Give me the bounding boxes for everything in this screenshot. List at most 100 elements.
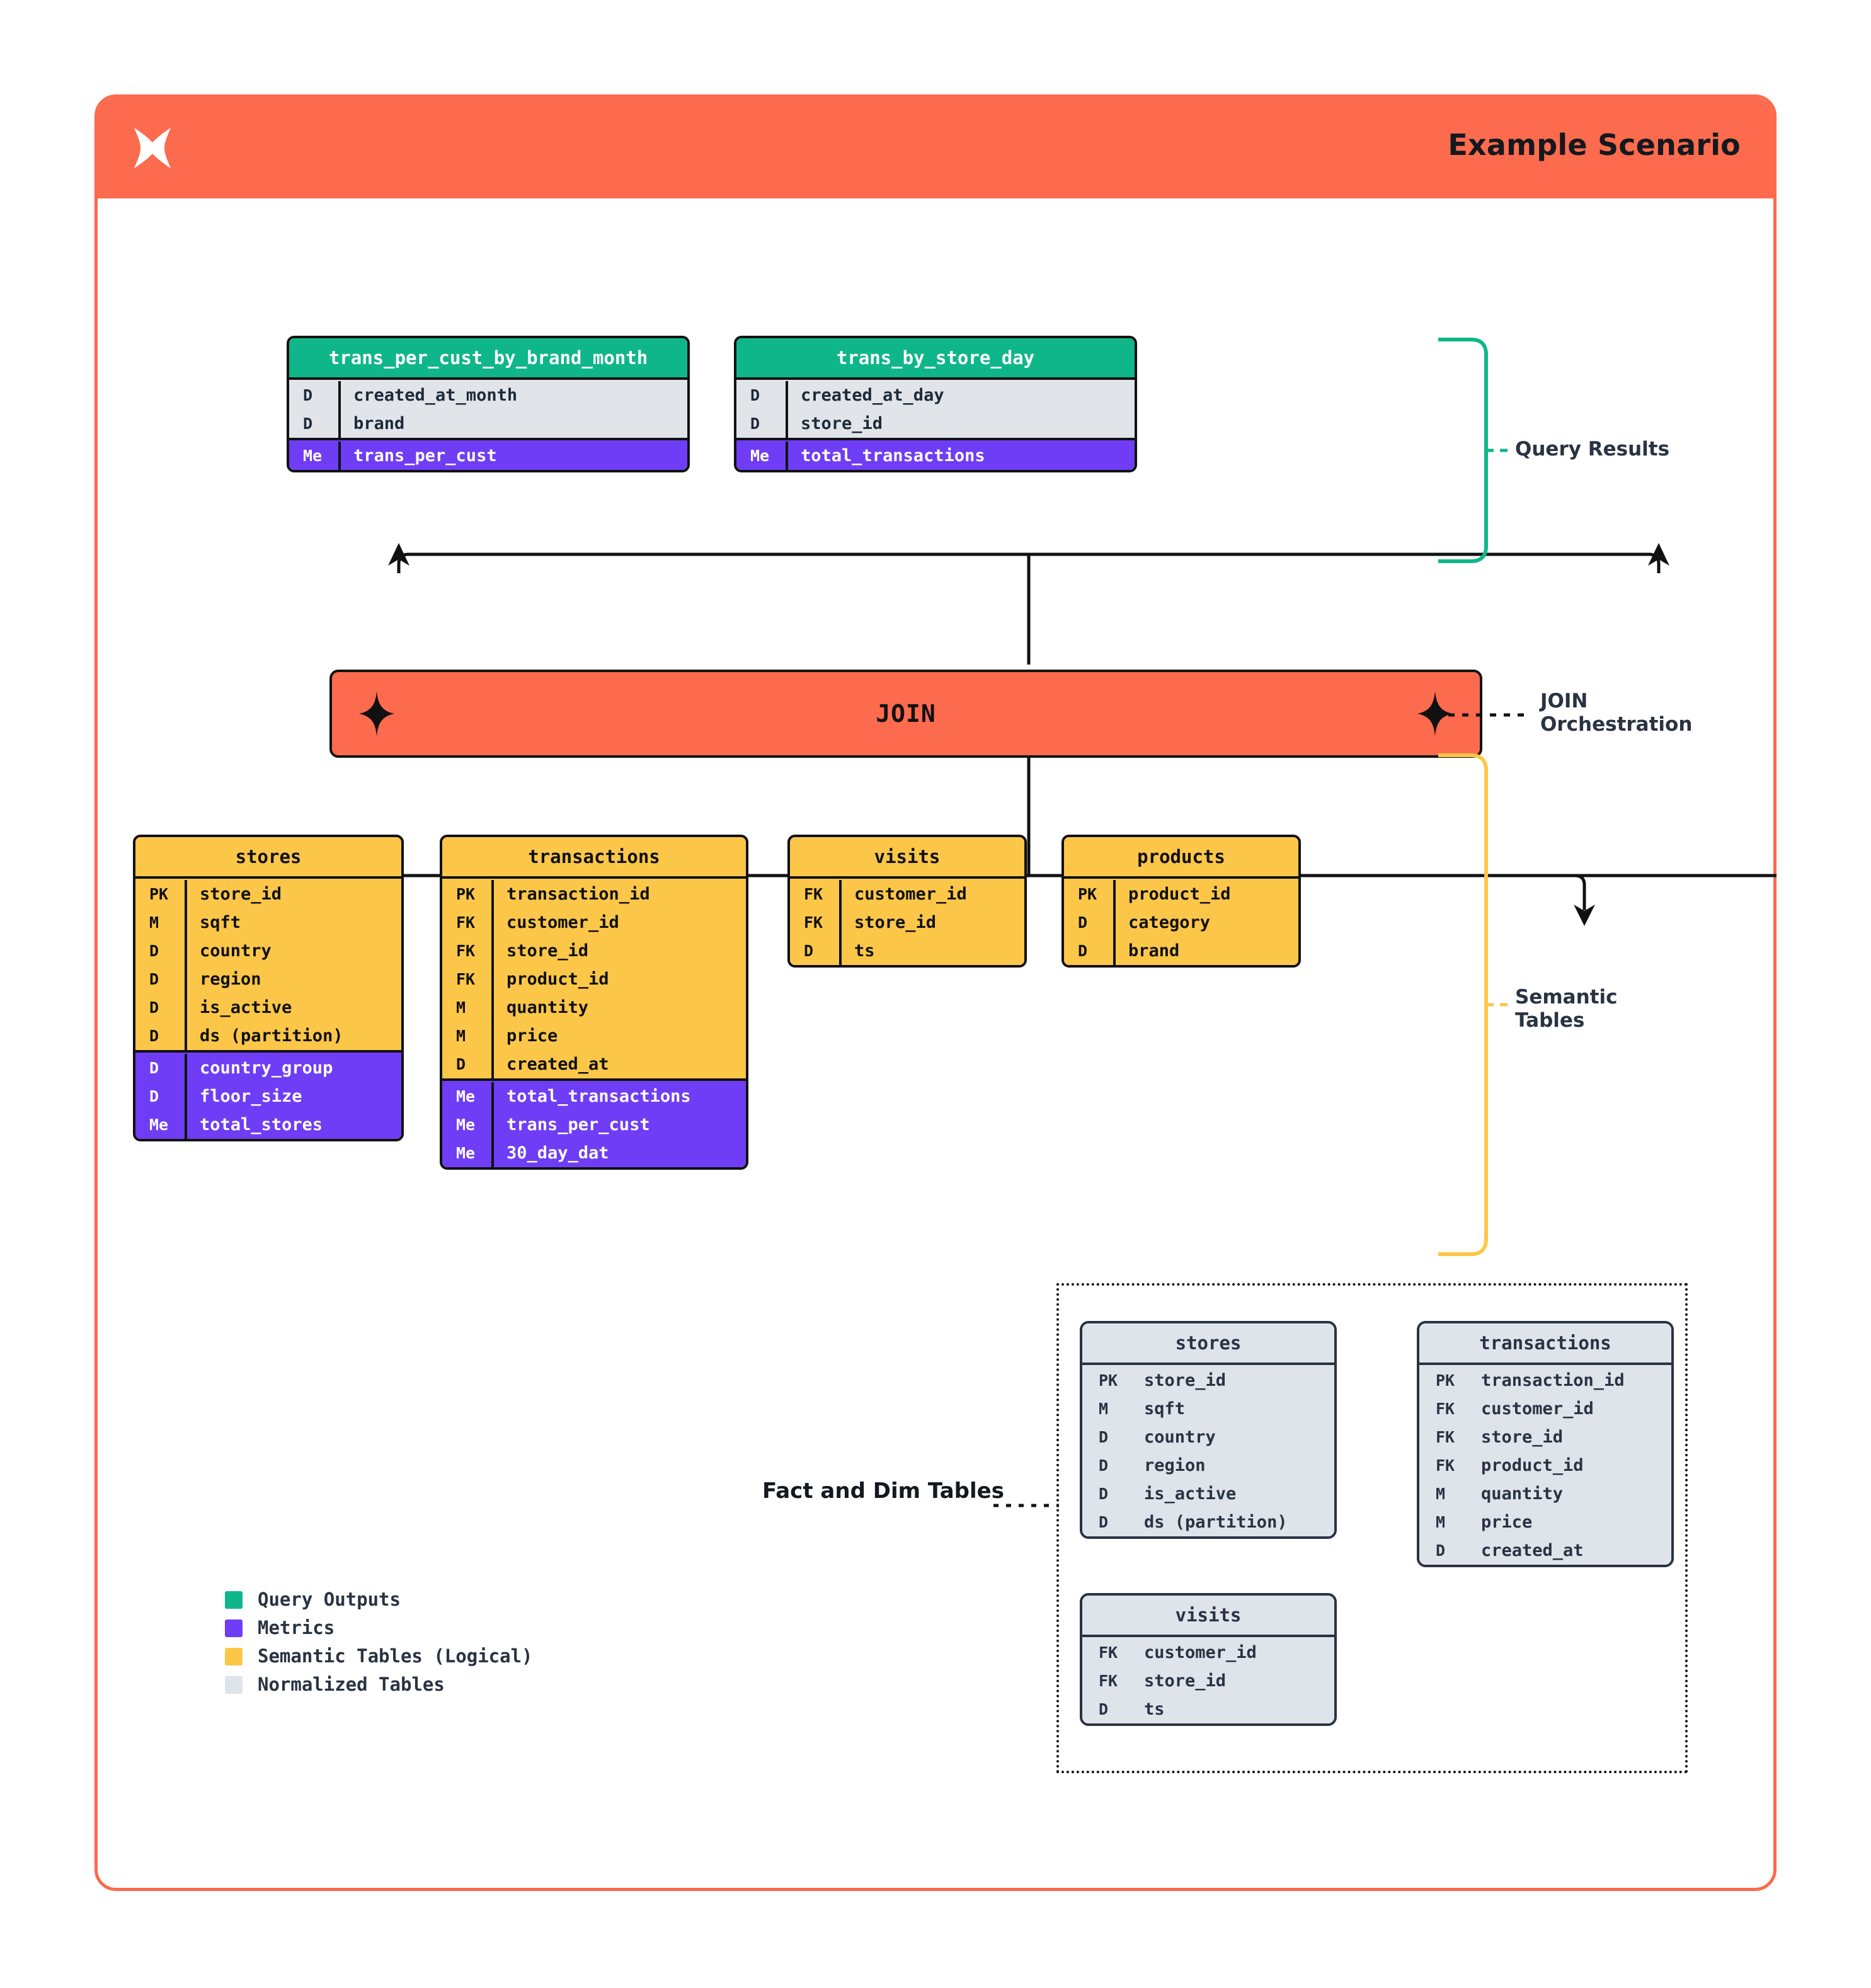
row-field: region: [1144, 1456, 1206, 1475]
query-result-table-0[interactable]: trans_per_cust_by_brand_month D created_…: [287, 336, 690, 472]
table-name: transactions: [1419, 1323, 1671, 1362]
row-key: D: [149, 1059, 159, 1077]
row-field: created_at_month: [338, 381, 687, 409]
row-key: FK: [456, 970, 476, 988]
row-field: store_id: [1144, 1371, 1227, 1390]
row-key: Me: [456, 1116, 476, 1134]
table-name: products: [1064, 837, 1298, 876]
row-key: D: [303, 414, 313, 433]
row-field: ds (partition): [185, 1022, 401, 1050]
row-key: D: [1099, 1513, 1109, 1531]
legend-item: Query Outputs: [225, 1591, 533, 1609]
row-field: is_active: [1144, 1484, 1237, 1504]
row-key: FK: [1099, 1643, 1118, 1662]
row-field: customer_id: [1481, 1399, 1594, 1419]
row-key: D: [1078, 942, 1088, 960]
dimension-section: D created_at_month D brand: [289, 377, 687, 438]
row-field: customer_id: [491, 908, 746, 937]
row-field: total_stores: [185, 1111, 401, 1139]
butterfly-x-logo-icon: [134, 128, 171, 168]
row-key: FK: [456, 942, 476, 960]
table-row: Me trans_per_cust: [442, 1111, 746, 1139]
legend-item: Normalized Tables: [225, 1676, 533, 1694]
row-field: 30_day_dat: [491, 1139, 746, 1167]
row-field: store_id: [786, 409, 1135, 438]
row-key: M: [456, 998, 466, 1017]
row-field: store_id: [185, 880, 401, 908]
table-name: visits: [1082, 1596, 1334, 1635]
row-key: M: [1436, 1513, 1446, 1531]
legend-label: Query Outputs: [258, 1589, 401, 1610]
legend-item: Metrics: [225, 1619, 533, 1637]
table-row: D brand: [289, 409, 687, 438]
row-field: trans_per_cust: [491, 1111, 746, 1139]
row-key: FK: [1436, 1400, 1455, 1418]
row-field: total_transactions: [491, 1082, 746, 1111]
join-orchestration-bar[interactable]: JOIN: [329, 670, 1482, 758]
join-orchestration-leader: [1434, 713, 1526, 717]
metric-section: Me trans_per_cust: [289, 438, 687, 470]
row-field: transaction_id: [491, 880, 746, 908]
row-field: quantity: [1481, 1484, 1564, 1504]
row-key: D: [1099, 1485, 1109, 1503]
row-key: FK: [1436, 1428, 1455, 1446]
query-result-table-1[interactable]: trans_by_store_day D created_at_day D st…: [734, 336, 1137, 472]
legend: Query Outputs Metrics Semantic Tables (L…: [225, 1591, 533, 1704]
row-key: M: [1099, 1400, 1109, 1418]
row-field: store_id: [491, 937, 746, 965]
table-row: Me 30_day_dat: [442, 1139, 746, 1167]
join-annotation-line2: Orchestration: [1540, 712, 1693, 736]
table-name: transactions: [442, 837, 746, 876]
page-title: Example Scenario: [1448, 128, 1741, 162]
semantic-annotation-line2: Tables: [1515, 1008, 1585, 1032]
row-field: total_transactions: [786, 442, 1135, 470]
row-field: sqft: [185, 908, 401, 937]
row-key: FK: [1099, 1672, 1118, 1690]
row-key: PK: [1078, 885, 1097, 903]
fact-dim-annotation: Fact and Dim Tables: [762, 1478, 1004, 1504]
card-header: Example Scenario: [98, 98, 1773, 198]
row-key: D: [149, 970, 159, 988]
legend-swatch-normalized-tables: [225, 1676, 243, 1694]
example-scenario-card: Example Scenario: [94, 94, 1777, 1891]
row-field: country: [1144, 1427, 1216, 1447]
row-field: customer_id: [839, 880, 1024, 908]
row-key: D: [1099, 1428, 1109, 1446]
row-field: is_active: [185, 993, 401, 1022]
row-field: ds (partition): [1144, 1512, 1288, 1532]
row-field: region: [185, 965, 401, 993]
row-key: PK: [456, 885, 476, 903]
table-row: D created_at_month: [289, 380, 687, 409]
row-key: Me: [456, 1144, 476, 1162]
row-key: Me: [750, 447, 770, 465]
legend-label: Semantic Tables (Logical): [258, 1645, 533, 1667]
metric-section: Me total_transactions Me trans_per_cust Me…: [442, 1078, 746, 1167]
row-key: M: [1436, 1485, 1446, 1503]
